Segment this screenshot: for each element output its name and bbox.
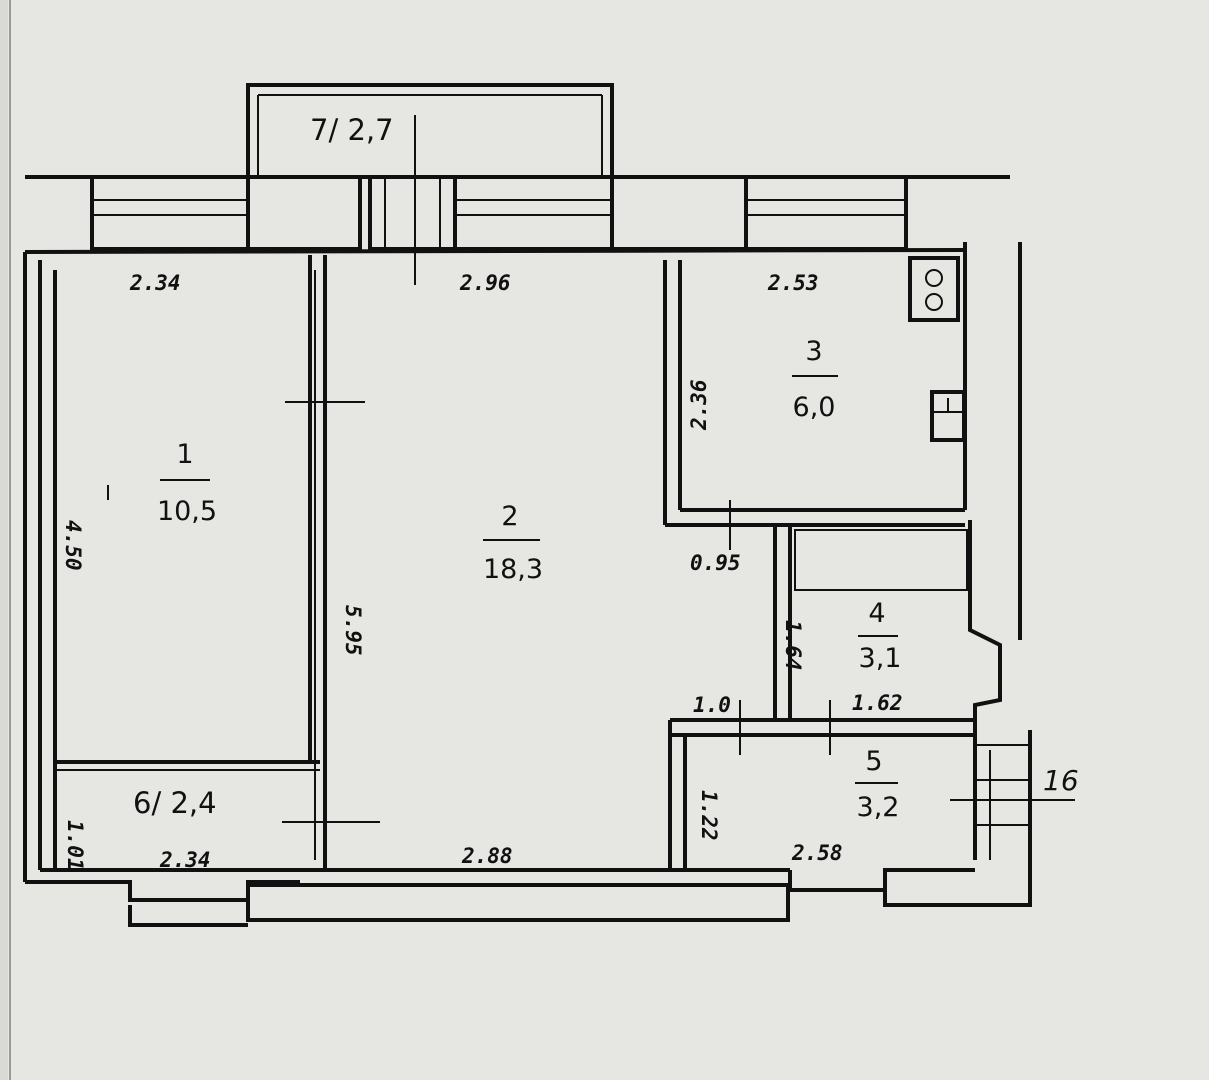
room-1-area: 10,5 xyxy=(157,496,217,527)
dim-room5-depth: 1.22 xyxy=(697,790,721,841)
room-4-area: 3,1 xyxy=(859,643,902,674)
dim-room5-gap: 1.0 xyxy=(693,693,731,717)
partitions xyxy=(53,255,1075,870)
room-5-number: 5 xyxy=(865,746,882,777)
dim-room6-depth: 1.01 xyxy=(63,820,87,871)
section-label: 16 xyxy=(1043,764,1079,797)
room-4-label: 4 3,1 xyxy=(858,598,901,674)
outer-walls xyxy=(23,242,1032,927)
room-3-number: 3 xyxy=(805,336,822,367)
dim-room6-width: 2.34 xyxy=(159,848,211,872)
balcony xyxy=(246,83,614,175)
balcony-label: 7/ 2,7 xyxy=(310,113,394,147)
dim-corridor-width: 0.95 xyxy=(690,551,741,575)
dim-room2-width-bottom: 2.88 xyxy=(461,844,513,868)
dim-room3-depth: 2.36 xyxy=(687,379,711,431)
dim-room4-width: 1.62 xyxy=(852,691,903,715)
dim-room1-depth: 4.50 xyxy=(61,520,85,571)
room-2-number: 2 xyxy=(501,501,518,532)
room-3-area: 6,0 xyxy=(793,392,836,423)
room-5-label: 5 3,2 xyxy=(855,746,899,823)
room-5-area: 3,2 xyxy=(857,792,900,823)
room-3-label: 3 6,0 xyxy=(792,336,838,423)
dim-room3-width-top: 2.53 xyxy=(767,271,819,295)
room-1-number: 1 xyxy=(176,439,193,470)
dim-room2-depth: 5.95 xyxy=(341,605,365,656)
room-2-area: 18,3 xyxy=(483,554,543,585)
room-4-number: 4 xyxy=(868,598,885,629)
dim-room2-width-top: 2.96 xyxy=(459,271,511,295)
dim-room1-width-top: 2.34 xyxy=(129,271,181,295)
dim-room5-width: 2.58 xyxy=(791,841,843,865)
room-1-label: 1 10,5 xyxy=(157,439,217,527)
dim-room4-depth: 1.64 xyxy=(781,620,805,671)
storage-label: 6/ 2,4 xyxy=(133,786,217,820)
room-2-label: 2 18,3 xyxy=(483,501,543,585)
